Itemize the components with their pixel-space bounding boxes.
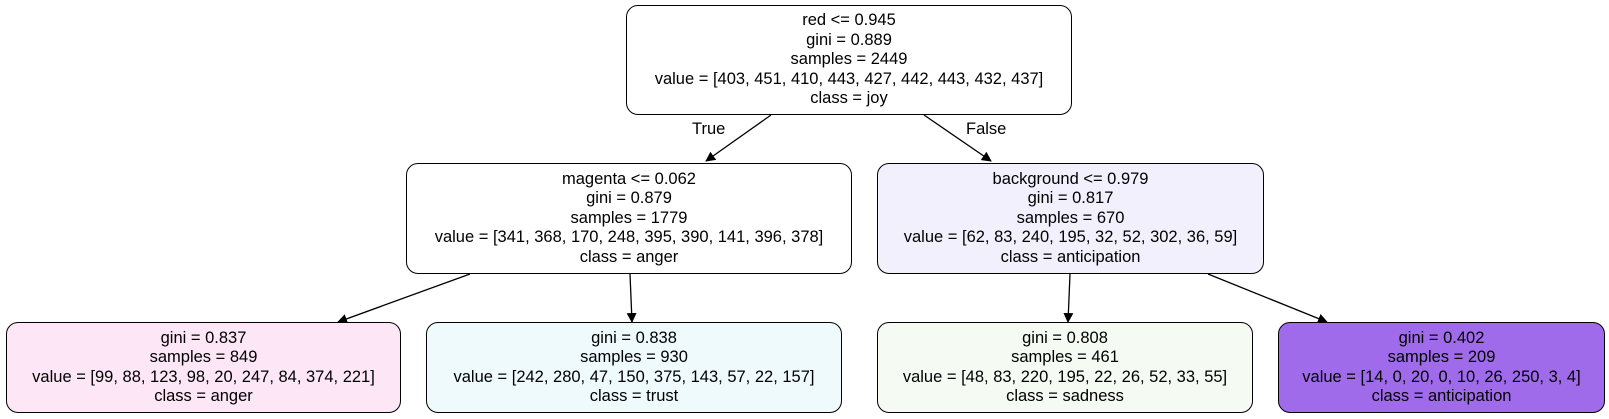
node-leaf-1-line-2: samples = 849 <box>149 348 258 366</box>
node-leaf-2: gini = 0.838 samples = 930 value = [242,… <box>426 322 842 413</box>
node-leaf-1-line-1: gini = 0.837 <box>160 328 247 347</box>
node-leaf-1: gini = 0.837 samples = 849 value = [99, … <box>6 322 401 413</box>
node-root-line-3: samples = 2449 <box>790 50 908 69</box>
node-leaf-4-line-2: samples = 209 <box>1387 348 1496 366</box>
edge-right-to-leaf-3 <box>1063 273 1074 323</box>
node-leaf-3-line-4: class = sadness <box>1006 387 1124 405</box>
node-leaf-2-line-4: class = trust <box>589 387 679 405</box>
edge-label-false: False <box>966 120 1007 138</box>
node-right-line-2: gini = 0.817 <box>1027 189 1114 208</box>
node-right-line-4: value = [62, 83, 240, 195, 32, 52, 302, … <box>903 228 1238 247</box>
node-right-line-5: class = anticipation <box>1000 247 1141 266</box>
node-leaf-3-line-3: value = [48, 83, 220, 195, 22, 26, 52, 3… <box>902 367 1228 386</box>
node-left-line-3: samples = 1779 <box>570 208 688 227</box>
edge-left-to-leaf-2 <box>626 273 637 323</box>
node-leaf-2-line-1: gini = 0.838 <box>591 328 677 347</box>
node-right: background <= 0.979 gini = 0.817 samples… <box>877 163 1264 274</box>
node-root-line-2: gini = 0.889 <box>806 30 892 49</box>
node-left-line-5: class = anger <box>579 247 679 266</box>
node-leaf-2-line-2: samples = 930 <box>580 348 688 366</box>
edge-left-to-leaf-1 <box>337 273 471 324</box>
node-root: red <= 0.945 gini = 0.889 samples = 2449… <box>626 5 1072 115</box>
node-root-line-4: value = [403, 451, 410, 443, 427, 442, 4… <box>654 69 1044 88</box>
node-leaf-4: gini = 0.402 samples = 209 value = [14, … <box>1278 322 1605 413</box>
node-leaf-2-line-3: value = [242, 280, 47, 150, 375, 143, 57… <box>453 367 815 386</box>
node-left-line-2: gini = 0.879 <box>586 189 672 208</box>
edge-right-to-leaf-4 <box>1207 273 1328 324</box>
node-leaf-1-line-3: value = [99, 88, 123, 98, 20, 247, 84, 3… <box>32 367 375 386</box>
edge-label-true: True <box>692 120 726 138</box>
node-root-line-1: red <= 0.945 <box>802 11 896 30</box>
node-leaf-4-line-4: class = anticipation <box>1371 387 1512 405</box>
node-leaf-3-line-1: gini = 0.808 <box>1022 328 1108 347</box>
node-leaf-3-line-2: samples = 461 <box>1011 348 1119 366</box>
node-left-line-1: magenta <= 0.062 <box>562 169 696 188</box>
node-right-line-1: background <= 0.979 <box>992 169 1149 188</box>
node-left: magenta <= 0.062 gini = 0.879 samples = … <box>406 163 852 274</box>
node-leaf-3: gini = 0.808 samples = 461 value = [48, … <box>877 322 1253 413</box>
node-right-line-3: samples = 670 <box>1016 208 1125 227</box>
node-root-line-5: class = joy <box>810 89 888 108</box>
node-leaf-4-line-3: value = [14, 0, 20, 0, 10, 26, 250, 3, 4… <box>1302 367 1581 386</box>
edge-root-to-right <box>923 114 992 162</box>
node-left-line-4: value = [341, 368, 170, 248, 395, 390, 1… <box>434 228 824 247</box>
node-leaf-1-line-4: class = anger <box>154 387 253 405</box>
node-leaf-4-line-1: gini = 0.402 <box>1398 328 1485 347</box>
edge-root-to-left <box>705 114 772 162</box>
